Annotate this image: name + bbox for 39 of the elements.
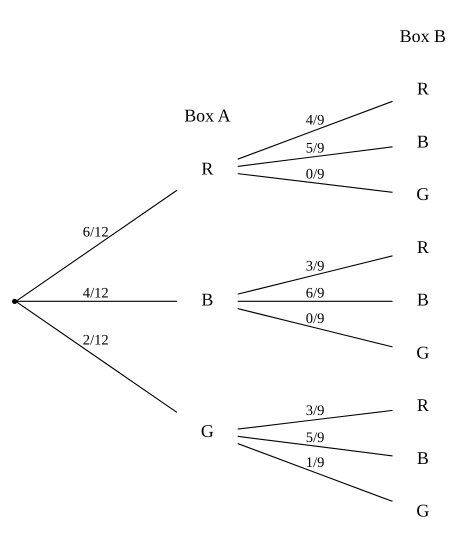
edge-label: 5/9 <box>306 430 324 446</box>
node-text: B <box>416 289 429 310</box>
connector <box>238 100 393 160</box>
edge-label: 2/12 <box>82 332 109 348</box>
edge-label: 3/9 <box>306 258 324 274</box>
edge-label: 4/9 <box>306 112 324 128</box>
connector <box>238 308 393 347</box>
connector <box>238 172 393 192</box>
connector <box>238 146 393 166</box>
node-text: R <box>416 78 429 98</box>
connector <box>16 189 178 301</box>
edge-label: 3/9 <box>306 402 324 419</box>
connector <box>238 254 393 294</box>
node-text: G <box>416 184 430 204</box>
node-text: R <box>416 394 429 415</box>
label: Box A <box>184 105 231 126</box>
edge-label: 0/9 <box>306 310 324 327</box>
edge-label: 6/12 <box>82 224 109 240</box>
connector <box>16 300 178 412</box>
node-text: G <box>416 500 430 520</box>
node-text: B <box>416 447 429 468</box>
edge-label: 6/9 <box>306 284 324 301</box>
node-text: R <box>201 158 214 178</box>
node-text: B <box>201 289 214 310</box>
edge-label: 5/9 <box>306 140 324 156</box>
connector <box>238 409 393 430</box>
connector <box>16 300 178 302</box>
edge-label: 4/12 <box>82 284 109 301</box>
edge-label: 1/9 <box>306 454 324 470</box>
node-text: G <box>416 342 430 362</box>
connector <box>238 435 393 456</box>
connector <box>238 300 393 302</box>
connector <box>238 442 393 502</box>
edge-label: 0/9 <box>306 166 324 182</box>
node-point <box>12 298 18 304</box>
node-text: R <box>416 236 429 256</box>
node-text: B <box>416 130 429 151</box>
label: Box B <box>400 25 446 46</box>
node-text: G <box>200 420 214 440</box>
